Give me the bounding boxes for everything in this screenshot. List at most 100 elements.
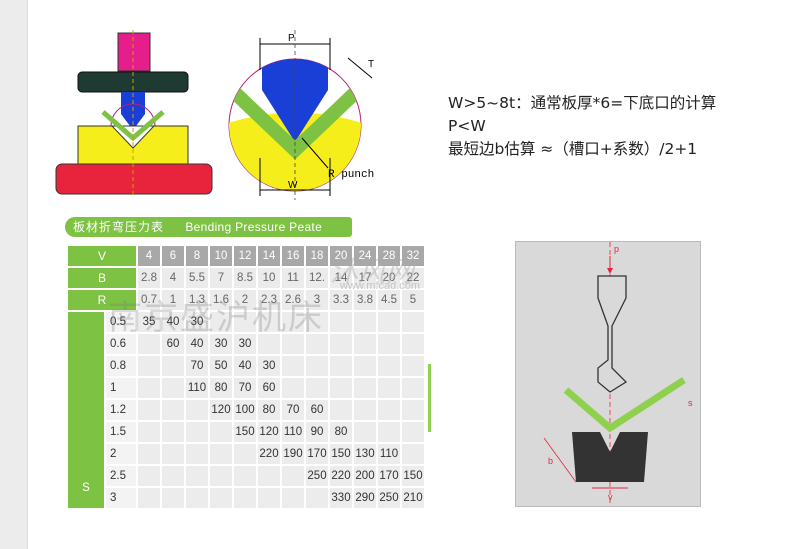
table-cell: 4.5 bbox=[378, 290, 400, 310]
left-strip bbox=[0, 0, 28, 549]
table-cell bbox=[354, 356, 376, 376]
table-cell bbox=[306, 378, 328, 398]
table-cell bbox=[210, 312, 232, 332]
table-cell: 2.8 bbox=[138, 268, 160, 288]
table-cell: 150 bbox=[234, 422, 256, 442]
table-cell: 1.6 bbox=[210, 290, 232, 310]
table-cell: 16 bbox=[282, 246, 304, 266]
table-cell: 80 bbox=[258, 400, 280, 420]
table-cell: 3.3 bbox=[330, 290, 352, 310]
table-cell bbox=[234, 488, 256, 508]
table-cell: 7 bbox=[210, 268, 232, 288]
table-cell: 130 bbox=[354, 444, 376, 464]
table-cell: 220 bbox=[258, 444, 280, 464]
table-cell: 14 bbox=[330, 268, 352, 288]
table-cell bbox=[186, 444, 208, 464]
table-cell bbox=[258, 312, 280, 332]
table-cell bbox=[330, 334, 352, 354]
table-cell: 4 bbox=[162, 268, 184, 288]
row-label-v: V bbox=[68, 246, 136, 266]
table-cell bbox=[138, 400, 160, 420]
table-cell bbox=[162, 488, 184, 508]
table-cell: 30 bbox=[210, 334, 232, 354]
table-cell: 220 bbox=[330, 466, 352, 486]
table-cell: 22 bbox=[402, 268, 424, 288]
table-cell bbox=[330, 312, 352, 332]
table-cell: 110 bbox=[282, 422, 304, 442]
table-cell bbox=[162, 444, 184, 464]
table-cell bbox=[186, 422, 208, 442]
thickness-value: 0.6 bbox=[106, 334, 136, 354]
table-cell: 5.5 bbox=[186, 268, 208, 288]
table-cell: 40 bbox=[162, 312, 184, 332]
table-cell: 3.8 bbox=[354, 290, 376, 310]
table-cell bbox=[354, 400, 376, 420]
table-cell bbox=[234, 466, 256, 486]
table-cell bbox=[186, 488, 208, 508]
table-cell: 250 bbox=[306, 466, 328, 486]
table-cell: 150 bbox=[330, 444, 352, 464]
table-title-en: Bending Pressure Peate bbox=[185, 220, 323, 234]
table-cell: 70 bbox=[186, 356, 208, 376]
table-cell bbox=[402, 400, 424, 420]
punch-die-diagram: p b s v bbox=[515, 241, 701, 507]
table-cell bbox=[210, 466, 232, 486]
table-cell: 150 bbox=[402, 466, 424, 486]
table-cell: 24 bbox=[354, 246, 376, 266]
table-cell: 70 bbox=[234, 378, 256, 398]
table-cell bbox=[162, 400, 184, 420]
table-cell bbox=[258, 334, 280, 354]
table-cell bbox=[210, 422, 232, 442]
green-accent-bar bbox=[428, 364, 431, 432]
table-cell: 120 bbox=[210, 400, 232, 420]
table-cell: 30 bbox=[186, 312, 208, 332]
thickness-value: 1 bbox=[106, 378, 136, 398]
table-cell: 8.5 bbox=[234, 268, 256, 288]
table-cell bbox=[402, 378, 424, 398]
table-cell bbox=[186, 466, 208, 486]
table-cell bbox=[162, 356, 184, 376]
table-cell: 60 bbox=[162, 334, 184, 354]
table-cell: 290 bbox=[354, 488, 376, 508]
table-title: 板材折弯压力表 Bending Pressure Peate bbox=[65, 217, 352, 237]
w-label: W bbox=[288, 180, 298, 191]
table-cell: 12 bbox=[234, 246, 256, 266]
table-cell bbox=[306, 334, 328, 354]
bend-section-diagram: P T W R punch bbox=[228, 30, 374, 200]
table-cell: 18 bbox=[306, 246, 328, 266]
table-cell bbox=[234, 444, 256, 464]
table-cell: 2.6 bbox=[282, 290, 304, 310]
table-cell bbox=[402, 444, 424, 464]
die-base bbox=[55, 163, 213, 195]
table-cell: 1.3 bbox=[186, 290, 208, 310]
die-diagram bbox=[55, 30, 213, 198]
table-cell bbox=[354, 378, 376, 398]
formula-line-2: P<W bbox=[448, 117, 486, 135]
table-cell: 1 bbox=[162, 290, 184, 310]
table-cell: 4 bbox=[138, 246, 160, 266]
table-cell: 120 bbox=[258, 422, 280, 442]
table-cell bbox=[378, 422, 400, 442]
site-watermark: 沐风网 bbox=[330, 255, 415, 288]
table-cell: 17 bbox=[354, 268, 376, 288]
table-cell: 110 bbox=[186, 378, 208, 398]
table-cell: 40 bbox=[186, 334, 208, 354]
row-label-b: B bbox=[68, 268, 136, 288]
table-cell: 28 bbox=[378, 246, 400, 266]
thickness-value: 0.5 bbox=[106, 312, 136, 332]
table-cell: 40 bbox=[234, 356, 256, 376]
formula-line-1: W>5~8t：通常板厚*6=下底口的计算 bbox=[448, 94, 717, 112]
table-cell: 170 bbox=[378, 466, 400, 486]
table-title-cn: 板材折弯压力表 bbox=[73, 220, 165, 234]
table-cell bbox=[210, 488, 232, 508]
table-cell bbox=[378, 334, 400, 354]
table-cell bbox=[138, 334, 160, 354]
table-cell: 20 bbox=[378, 268, 400, 288]
table-cell bbox=[402, 312, 424, 332]
table-cell: 30 bbox=[234, 334, 256, 354]
